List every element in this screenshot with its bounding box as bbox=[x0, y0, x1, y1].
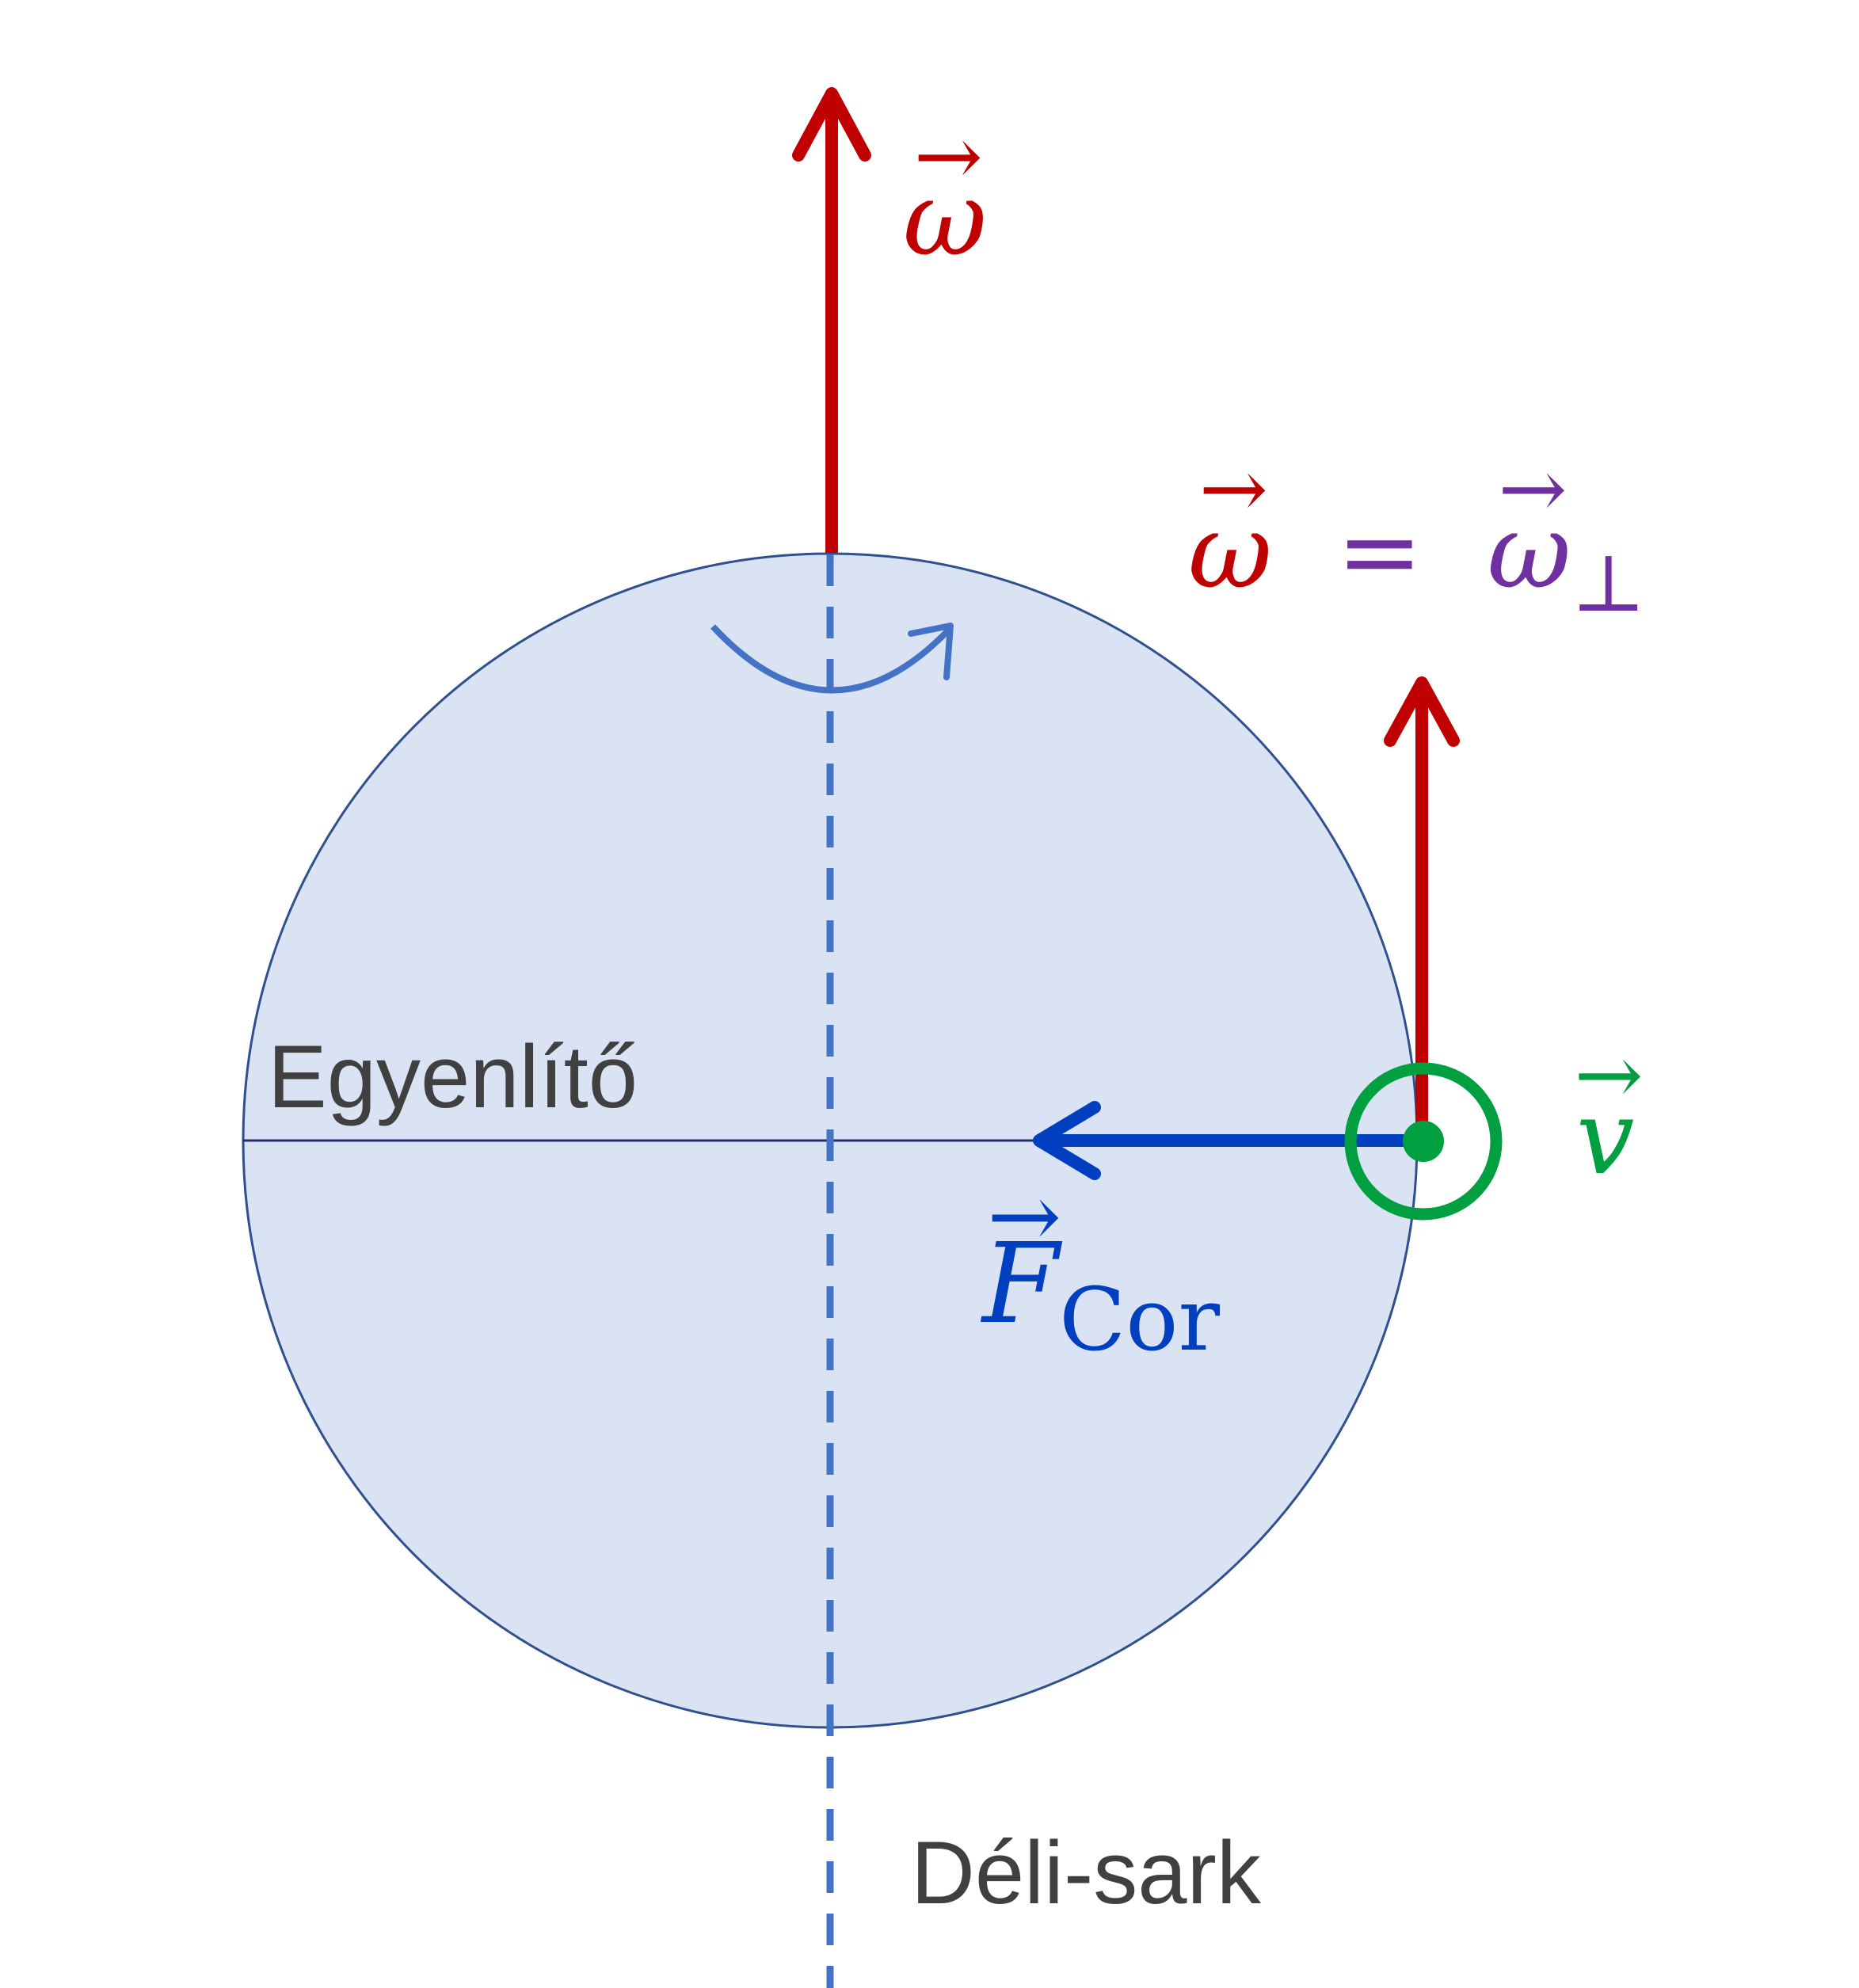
coriolis-force-label: FCor bbox=[982, 1220, 1220, 1370]
equator-label: Egyenlítő bbox=[268, 1027, 638, 1126]
velocity-dot bbox=[1403, 1121, 1444, 1162]
coriolis-force-arrowhead bbox=[1033, 1101, 1101, 1180]
omega-top-label: ω bbox=[903, 158, 987, 279]
velocity-label: v bbox=[1576, 1077, 1634, 1198]
omega-perp-label: ω bbox=[1488, 491, 1571, 611]
perp-subscript: ⊥ bbox=[1571, 537, 1646, 630]
omega-perp-equation: ω = ω⊥ bbox=[1188, 491, 1646, 630]
south-pole-label: Déli-sark bbox=[911, 1823, 1261, 1922]
rotation-arrowhead bbox=[908, 623, 954, 680]
omega-local-arrowhead bbox=[1384, 676, 1460, 747]
rotation-arrow-icon bbox=[710, 624, 951, 694]
omega-axis-arrowhead bbox=[792, 87, 871, 162]
omega-right-label: ω bbox=[1188, 491, 1272, 611]
force-subscript: Cor bbox=[1059, 1269, 1221, 1370]
equals-sign: = bbox=[1336, 491, 1423, 611]
velocity-out-of-page-icon bbox=[1344, 1062, 1503, 1221]
